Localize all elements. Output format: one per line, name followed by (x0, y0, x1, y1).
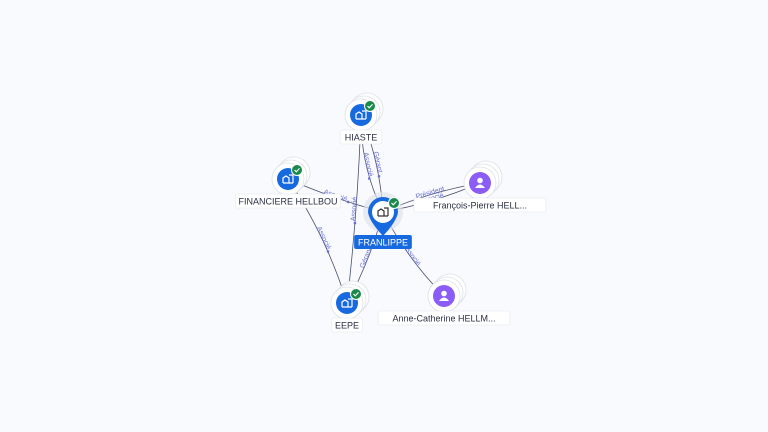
edge-label: Associé (350, 196, 359, 221)
node-ac[interactable]: Anne-Catherine HELLM... (377, 273, 511, 326)
node-label: François-Pierre HELL... (433, 201, 527, 211)
node-label: Anne-Catherine HELLM... (392, 314, 495, 324)
edge-label: Gérant (372, 151, 384, 173)
node-fin[interactable]: FINANCIERE HELLBOU (235, 156, 342, 209)
verified-check-icon (291, 164, 303, 176)
pin-inner (372, 201, 394, 223)
verified-check-icon (350, 288, 362, 300)
node-label: EEPE (335, 321, 359, 331)
node-hiaste[interactable]: HIASTE (339, 92, 384, 145)
verified-check-icon (388, 197, 400, 209)
edge-label: Gérant (359, 247, 373, 270)
node-label-bg (413, 197, 547, 213)
edge-arrow-icon (367, 177, 371, 180)
nodes: FRANLIPPE HIASTE FINANCIERE HELLBOU Françoi… (235, 92, 547, 333)
node-fp[interactable]: François-Pierre HELL... (413, 160, 547, 213)
node-label-bg (339, 129, 383, 145)
edge-arrow-icon (346, 200, 350, 204)
node-label: HIASTE (345, 133, 378, 143)
node-center[interactable]: FRANLIPPE (354, 192, 412, 249)
building-icon (341, 298, 353, 308)
edge-arrow-icon (326, 250, 330, 253)
edge-arrow-icon (377, 174, 381, 178)
edge-arrow-icon (353, 221, 357, 225)
node-label-bg (331, 317, 363, 333)
building-icon (377, 207, 389, 217)
node-label-bg (377, 310, 511, 326)
person-icon (439, 290, 449, 301)
node-label-bg (354, 235, 412, 249)
verified-check-icon (364, 100, 376, 112)
building-icon (282, 174, 294, 184)
node-label: FINANCIERE HELLBOU (238, 197, 337, 207)
node-label-bg (235, 193, 342, 209)
node-label: FRANLIPPE (358, 238, 408, 248)
building-icon (355, 110, 367, 120)
node-eepe[interactable]: EEPE (330, 280, 370, 333)
edge-label: Associé (361, 152, 373, 178)
person-icon (475, 177, 485, 188)
edge-label: Associé (315, 226, 332, 251)
